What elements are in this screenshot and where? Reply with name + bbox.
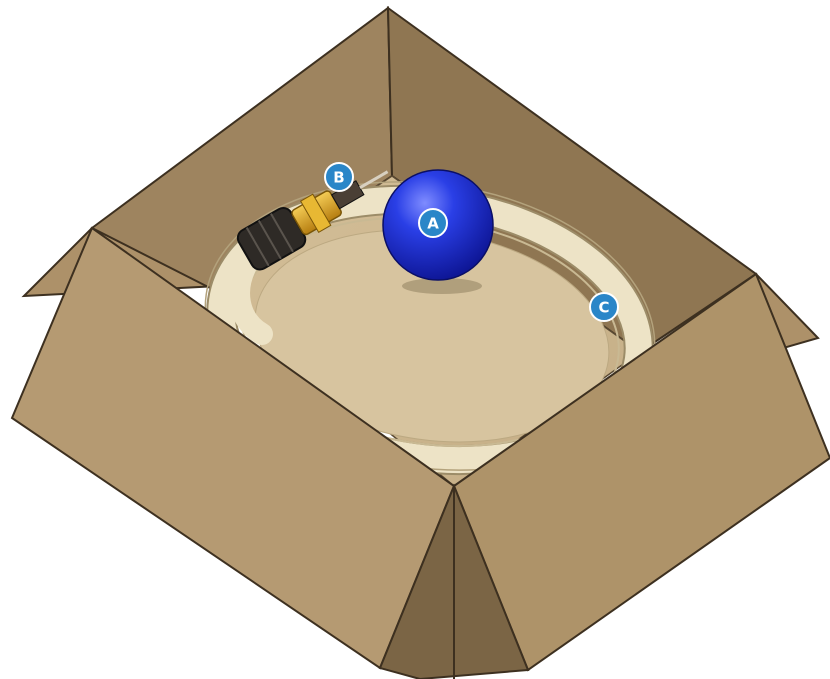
callout-b: B <box>325 163 353 191</box>
callout-a-label: A <box>427 215 439 233</box>
callout-c: C <box>590 293 618 321</box>
callout-b-label: B <box>333 169 344 187</box>
callout-c-label: C <box>598 299 609 317</box>
callout-a: A <box>419 209 447 237</box>
